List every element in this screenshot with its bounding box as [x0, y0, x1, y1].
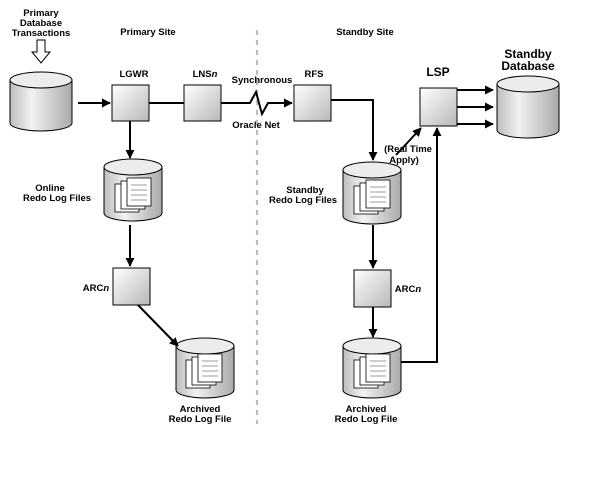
- svg-text:Redo Log File: Redo Log File: [169, 414, 232, 425]
- svg-text:(Real Time: (Real Time: [384, 144, 432, 155]
- arc-primary-label: ARCn: [83, 283, 110, 294]
- lgwr-label: LGWR: [119, 69, 148, 80]
- lsp-box: [419, 87, 458, 127]
- down-hollow-arrow-icon: [30, 39, 52, 64]
- online-redo-log-label: Online Redo Log Files: [23, 183, 91, 204]
- lgwr-box: [111, 84, 150, 122]
- arc-standby-box: [353, 269, 392, 308]
- primary-site-title: Primary Site: [120, 27, 175, 38]
- archived-redo-primary-label: Archived Redo Log File: [169, 404, 232, 425]
- rfs-label: RFS: [305, 69, 324, 80]
- svg-text:Database: Database: [501, 59, 555, 73]
- archived-redo-standby-label: Archived Redo Log File: [335, 404, 398, 425]
- svg-text:Redo Log Files: Redo Log Files: [269, 195, 337, 206]
- standby-redo-log-label: Standby Redo Log Files: [269, 185, 337, 206]
- primary-database-cylinder: [9, 71, 73, 132]
- archived-redo-standby-cylinder: [342, 337, 402, 399]
- rfs-box: [293, 84, 332, 122]
- standby-database-label: Standby Database: [501, 47, 555, 73]
- sync-transport-arrow: [221, 89, 293, 117]
- archived-redo-primary-cylinder: [175, 337, 235, 399]
- arc-standby-label: ARCn: [395, 284, 422, 295]
- real-time-apply-label: (Real Time Apply): [384, 144, 432, 166]
- svg-text:Archived: Archived: [346, 404, 387, 415]
- online-redo-log-cylinder: [103, 158, 163, 222]
- oracle-net-label: Oracle Net: [232, 120, 280, 131]
- svg-text:Primary: Primary: [23, 8, 59, 19]
- svg-text:Apply): Apply): [389, 155, 419, 166]
- svg-text:Online: Online: [35, 183, 65, 194]
- svg-text:Redo Log Files: Redo Log Files: [23, 193, 91, 204]
- svg-text:Redo Log File: Redo Log File: [335, 414, 398, 425]
- arc-primary-box: [112, 267, 151, 306]
- lns-box: [183, 84, 222, 122]
- svg-text:Archived: Archived: [180, 404, 221, 415]
- lns-label: LNSn: [193, 69, 218, 80]
- standby-database-cylinder: [496, 75, 560, 139]
- lsp-label: LSP: [426, 65, 449, 79]
- archived-to-lsp-arrow: [401, 127, 442, 363]
- standby-site-title: Standby Site: [336, 27, 394, 38]
- synchronous-label: Synchronous: [232, 75, 293, 86]
- svg-text:Database: Database: [20, 18, 62, 29]
- rfs-to-standby-redo-arrow: [331, 99, 378, 161]
- primary-transactions-label: Primary Database Transactions: [12, 8, 71, 39]
- real-time-apply-arrow: [395, 127, 422, 156]
- svg-text:Standby: Standby: [504, 47, 552, 61]
- arc-to-archived-arrow: [137, 304, 179, 347]
- standby-redo-log-cylinder: [342, 161, 402, 225]
- svg-text:Transactions: Transactions: [12, 28, 71, 39]
- svg-text:Standby: Standby: [286, 185, 324, 196]
